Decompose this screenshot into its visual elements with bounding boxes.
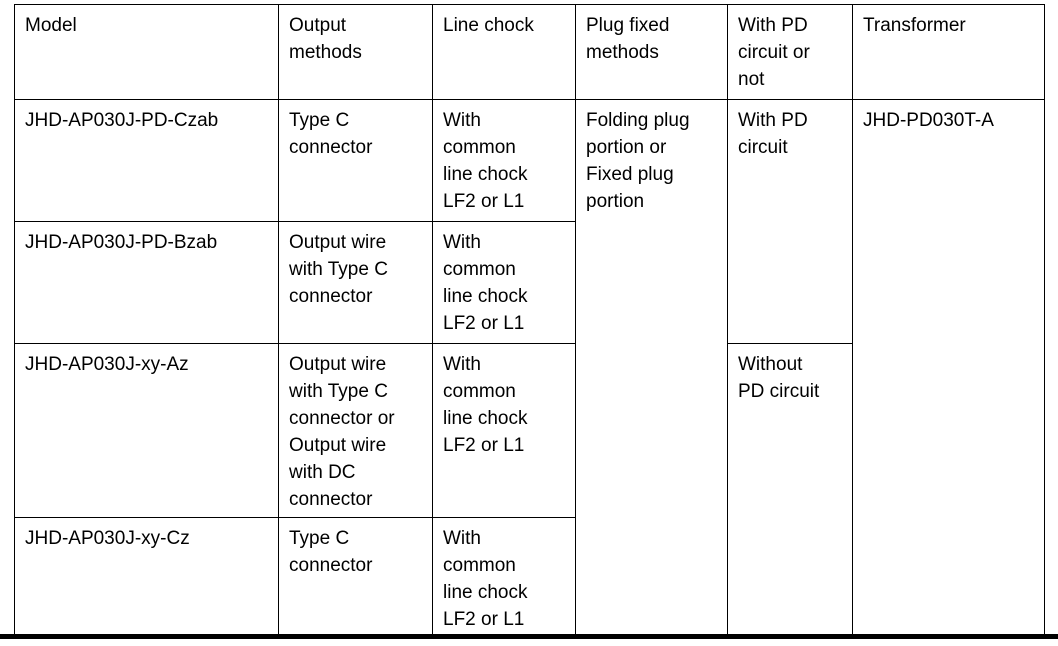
- column-header-model: Model: [14, 4, 279, 100]
- table-row: JHD-AP030J-xy-Cz Type C connector With c…: [14, 517, 1045, 638]
- column-header-plug-fixed-methods: Plug fixed methods: [575, 4, 728, 100]
- cell-plug-fixed-methods: Folding plug portion or Fixed plug porti…: [575, 99, 728, 638]
- cell-model-4: JHD-AP030J-xy-Cz: [14, 517, 279, 638]
- cell-line-chock-3: With common line chock LF2 or L1: [432, 343, 576, 518]
- table-row: JHD-AP030J-PD-Bzab Output wire with Type…: [14, 221, 1045, 344]
- table-row: JHD-AP030J-PD-Czab Type C connector With…: [14, 99, 1045, 638]
- cell-line-chock-2: With common line chock LF2 or L1: [432, 221, 576, 344]
- cell-without-pd-circuit: Without PD circuit: [727, 343, 853, 638]
- cell-with-pd-circuit: With PD circuit: [727, 99, 853, 344]
- model-specification-table: Model Output methods Line chock Plug fix…: [14, 4, 1045, 638]
- cell-output-method-1: Type C connector: [278, 99, 433, 222]
- cell-output-method-4: Type C connector: [278, 517, 433, 638]
- bottom-border-rule: [0, 634, 1058, 639]
- cell-transformer: JHD-PD030T-A: [852, 99, 1045, 638]
- cell-model-3: JHD-AP030J-xy-Az: [14, 343, 279, 518]
- cell-model-1: JHD-AP030J-PD-Czab: [14, 99, 279, 222]
- cell-line-chock-4: With common line chock LF2 or L1: [432, 517, 576, 638]
- cell-output-method-2: Output wire with Type C connector: [278, 221, 433, 344]
- column-header-output-methods: Output methods: [278, 4, 433, 100]
- cell-model-2: JHD-AP030J-PD-Bzab: [14, 221, 279, 344]
- cell-output-method-3: Output wire with Type C connector or Out…: [278, 343, 433, 518]
- column-header-transformer: Transformer: [852, 4, 1045, 100]
- cell-line-chock-1: With common line chock LF2 or L1: [432, 99, 576, 222]
- table-row: JHD-AP030J-xy-Az Output wire with Type C…: [14, 343, 1045, 638]
- table-header-row: Model Output methods Line chock Plug fix…: [14, 4, 1045, 100]
- column-header-line-chock: Line chock: [432, 4, 576, 100]
- column-header-pd-circuit: With PD circuit or not: [727, 4, 853, 100]
